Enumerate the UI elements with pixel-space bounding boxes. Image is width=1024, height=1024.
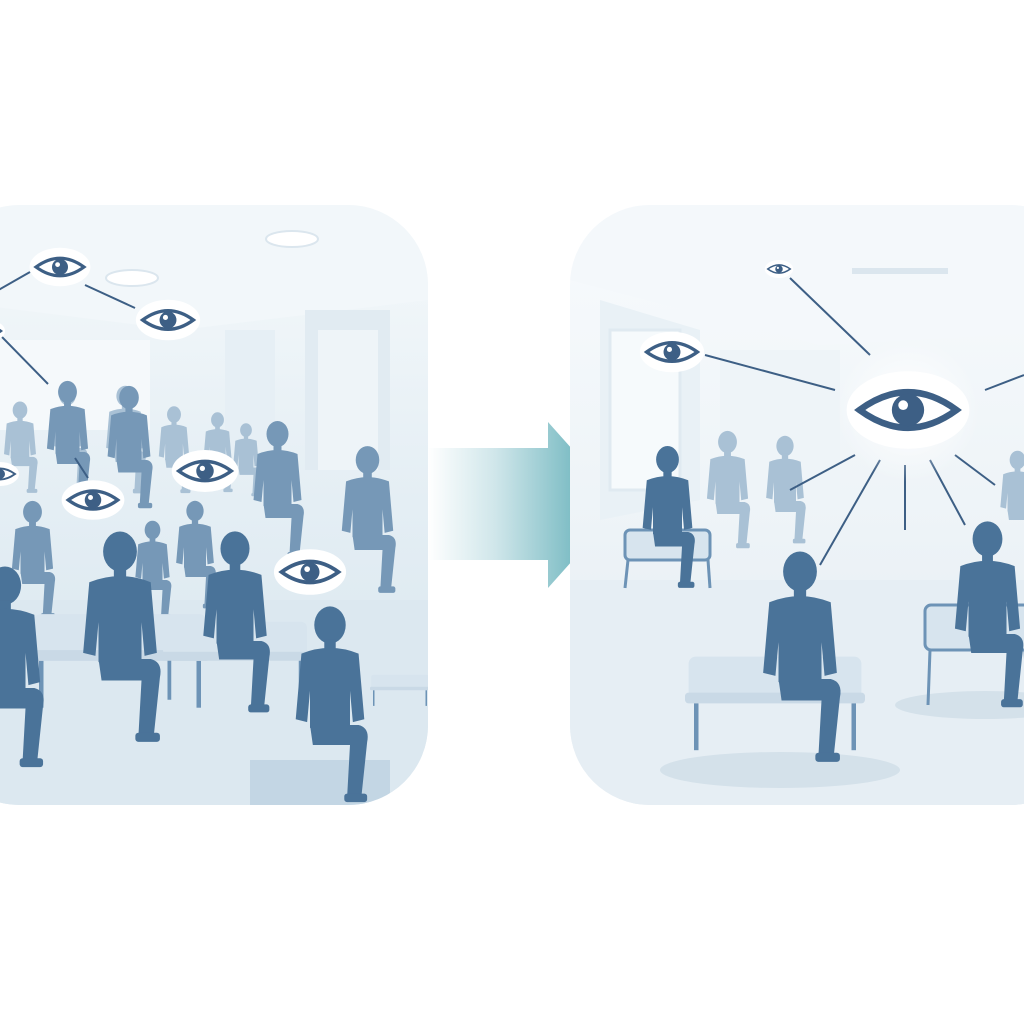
- eye-icon: [28, 246, 92, 288]
- eye-icon: [272, 547, 348, 597]
- eye-icon: [638, 330, 706, 374]
- left-eye-connections: [0, 271, 136, 479]
- eye-icon: [60, 478, 126, 522]
- right-eyes: [638, 259, 980, 482]
- eye-icon: [170, 448, 240, 494]
- right-panel: [570, 205, 1024, 805]
- eye-icon: [134, 298, 202, 342]
- central-eye-icon: [847, 371, 970, 449]
- left-panel: [0, 205, 428, 805]
- eye-icon: [764, 259, 794, 279]
